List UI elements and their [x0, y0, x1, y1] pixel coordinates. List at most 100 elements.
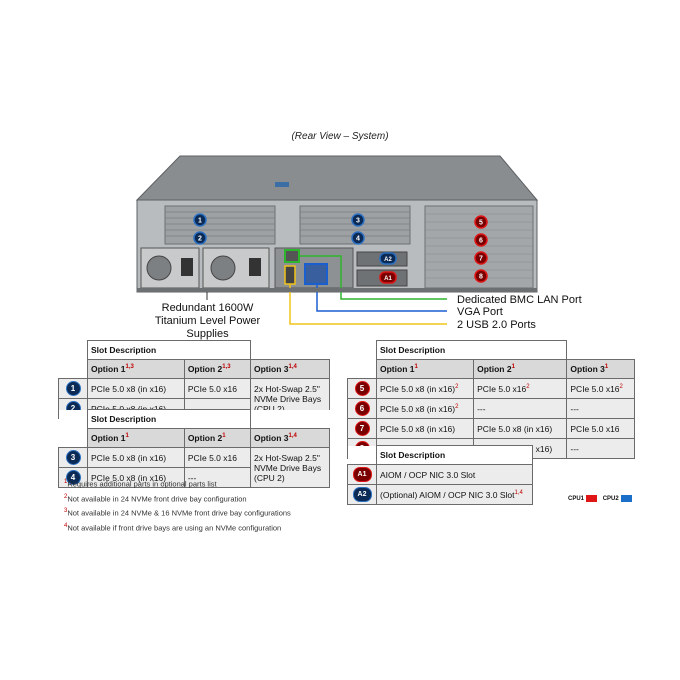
- chassis-badge-4: [351, 231, 365, 245]
- slot-5-option-3: PCIe 5.0 x162: [566, 378, 635, 399]
- slot-3-option-1: PCIe 5.0 x8 (in x16): [87, 447, 185, 468]
- chassis-top-lid: [135, 155, 539, 201]
- slot-6-option-2: ---: [473, 398, 568, 419]
- chassis-badge-1-text: 1: [198, 218, 202, 225]
- table-row: 5 PCIe 5.0 x8 (in x16)2 PCIe 5.0 x162 PC…: [347, 378, 635, 399]
- usb-callout: 2 USB 2.0 Ports: [457, 319, 536, 331]
- cpu-legend: CPU1 CPU2: [568, 495, 636, 502]
- header-option-3: Option 31,4: [250, 428, 330, 448]
- legend-cpu2-label: CPU2: [602, 496, 619, 503]
- table-row: A1 AIOM / OCP NIC 3.0 Slot: [347, 464, 533, 485]
- slot-badge-a2: A2: [352, 487, 372, 502]
- rear-view-caption: (Rear View – System): [291, 131, 389, 142]
- chassis-badge-5: [474, 215, 488, 229]
- legend-cpu2-swatch: [620, 495, 632, 502]
- table-row: 7 PCIe 5.0 x8 (in x16) PCIe 5.0 x8 (in x…: [347, 418, 635, 439]
- table-row: 6 PCIe 5.0 x8 (in x16)2 --- ---: [347, 398, 635, 419]
- slot-badge-a1: A1: [352, 467, 372, 482]
- chassis-badge-2-text: 2: [198, 236, 202, 243]
- chassis-badge-a1: [379, 271, 397, 284]
- legend-cpu1-label: CPU1: [568, 496, 585, 503]
- slot-1-option-1: PCIe 5.0 x8 (in x16): [87, 378, 185, 399]
- vga-port: [304, 263, 328, 285]
- header-option-1: Option 11,3: [87, 359, 185, 379]
- slot-7-option-3: PCIe 5.0 x16: [566, 418, 635, 439]
- slot-4-option-1: PCIe 5.0 x8 (in x16): [87, 467, 185, 488]
- slot-5-option-2: PCIe 5.0 x162: [473, 378, 568, 399]
- chassis-badge-7-text: 7: [479, 256, 483, 263]
- table-title: Slot Description: [376, 445, 533, 465]
- table-title: Slot Description: [87, 340, 251, 360]
- footnote-3: 3Not available in 24 NVMe & 16 NVMe fron…: [64, 508, 291, 518]
- chassis-badge-3-text: 3: [356, 218, 360, 225]
- slot-badge-1: 1: [65, 381, 81, 396]
- chassis-badge-6: [474, 233, 488, 247]
- slot-badge-4: 4: [65, 470, 81, 485]
- chassis-badge-a2: [379, 252, 397, 265]
- table-row: 1 PCIe 5.0 x8 (in x16) PCIe 5.0 x16 2x H…: [58, 378, 330, 419]
- header-option-2: Option 21,3: [183, 359, 252, 379]
- footnotes: 1Requires additional parts in optional p…: [64, 476, 291, 534]
- chassis-badge-a2-text: A2: [384, 257, 392, 263]
- chassis-badge-5-text: 5: [479, 220, 483, 227]
- psu-1-fan: [146, 255, 172, 281]
- psu-callout-line2: Titanium Level Power Supplies: [154, 315, 261, 340]
- bmc-lan-port: [284, 249, 300, 263]
- table-row: 3 PCIe 5.0 x8 (in x16) PCIe 5.0 x16 2x H…: [58, 447, 330, 488]
- psu-callout: Redundant 1600W Titanium Level Power Sup…: [135, 302, 280, 341]
- header-option-3: Option 31: [566, 359, 635, 379]
- slot-7-option-2: PCIe 5.0 x8 (in x16): [473, 418, 568, 439]
- slot-3-option-2: PCIe 5.0 x16: [183, 447, 252, 468]
- slot-badge-5: 5: [354, 381, 370, 396]
- usb-leader-line: [289, 284, 447, 325]
- header-option-2: Option 21: [183, 428, 252, 448]
- bmc-leader-line: [299, 255, 447, 300]
- header-option-1: Option 11: [375, 359, 475, 379]
- psu-2-fan: [210, 255, 236, 281]
- slots-3-4-option-3: 2x Hot-Swap 2.5" NVMe Drive Bays (CPU 2): [250, 447, 330, 488]
- header-option-3: Option 31,4: [250, 359, 330, 379]
- vga-leader-line: [316, 284, 447, 312]
- slot-1-option-2: PCIe 5.0 x16: [183, 378, 252, 399]
- slot-a1-description: AIOM / OCP NIC 3.0 Slot: [376, 464, 533, 485]
- legend-cpu1-swatch: [586, 495, 598, 502]
- chassis-badge-7: [474, 251, 488, 265]
- footnote-1: 1Requires additional parts in optional p…: [64, 479, 217, 489]
- table-title: Slot Description: [375, 340, 568, 360]
- footnote-2: 2Not available in 24 NVMe front drive ba…: [64, 493, 247, 504]
- server-rear-view-image: 1 2 3 4 5 6 7 8 A2 A1: [135, 155, 539, 325]
- chassis-base: [137, 288, 537, 292]
- slot-badge-7: 7: [354, 421, 370, 436]
- usb-ports: [284, 265, 296, 285]
- chassis-badge-8-text: 8: [479, 274, 483, 281]
- psu-2-socket: [249, 258, 261, 276]
- chassis-badge-3: [351, 213, 365, 227]
- header-option-1: Option 11: [87, 428, 185, 448]
- slot-a2-description: (Optional) AIOM / OCP NIC 3.0 Slot1,4: [376, 484, 533, 505]
- bmc-lan-callout: Dedicated BMC LAN Port: [457, 294, 582, 306]
- slot-table-3-4: Slot Description Option 11 Option 21 Opt…: [58, 409, 330, 488]
- slot-table-aiom: Slot Description A1 AIOM / OCP NIC 3.0 S…: [347, 445, 533, 505]
- vga-callout: VGA Port: [457, 306, 503, 318]
- slot-5-option-1: PCIe 5.0 x8 (in x16)2: [375, 378, 475, 399]
- slot-badge-3: 3: [65, 450, 81, 465]
- slot-7-option-1: PCIe 5.0 x8 (in x16): [375, 418, 475, 439]
- slot-table-5-8: Slot Description Option 11 Option 21 Opt…: [347, 340, 635, 459]
- slot-8-option-3: ---: [566, 438, 635, 459]
- chassis-badge-6-text: 6: [479, 238, 483, 245]
- psu-callout-line1: Redundant 1600W: [161, 302, 254, 314]
- footnote-4: 4Not available if front drive bays are u…: [64, 522, 282, 533]
- slot-6-option-3: ---: [566, 398, 635, 419]
- chassis-badge-2: [193, 231, 207, 245]
- chassis-badge-8: [474, 269, 488, 283]
- chassis-badge-1: [193, 213, 207, 227]
- chassis-badge-a1-text: A1: [384, 276, 392, 282]
- chassis-badge-4-text: 4: [356, 236, 360, 243]
- slot-4-option-2: ---: [183, 467, 252, 488]
- table-title: Slot Description: [87, 409, 251, 429]
- slot-6-option-1: PCIe 5.0 x8 (in x16)2: [375, 398, 475, 419]
- slot-badge-6: 6: [354, 401, 370, 416]
- header-option-2: Option 21: [473, 359, 568, 379]
- psu-1-socket: [181, 258, 193, 276]
- chassis-label-tag: [275, 182, 289, 187]
